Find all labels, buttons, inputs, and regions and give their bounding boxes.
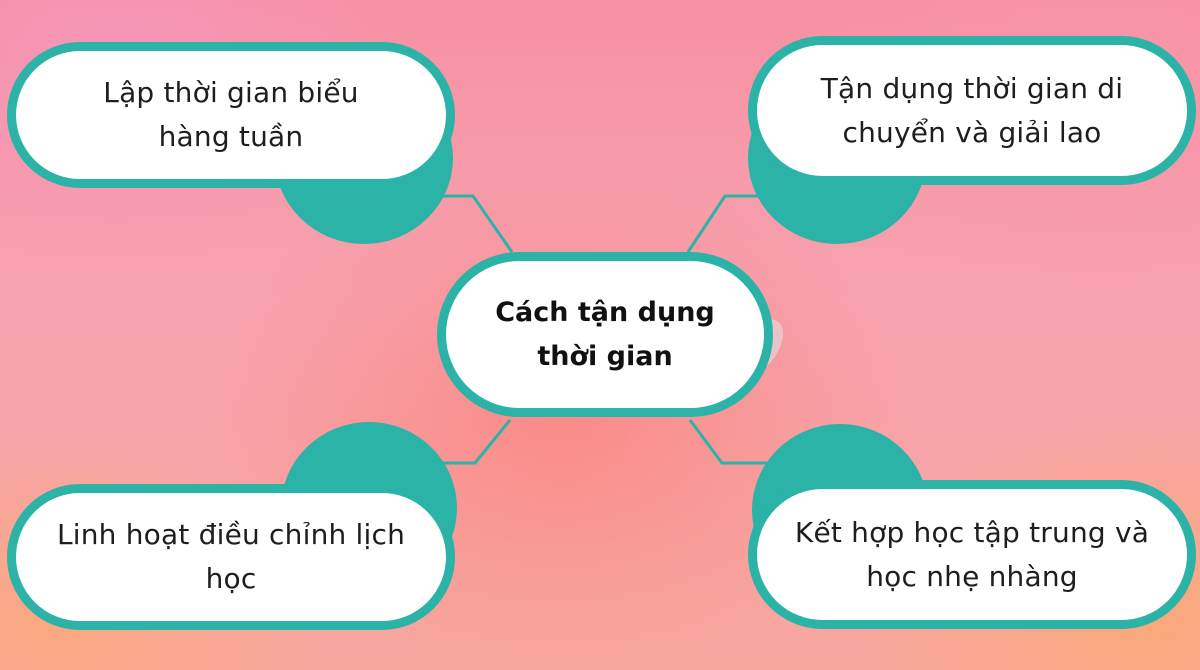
node-top-right: Tận dụng thời gian di chuyển và giải lao xyxy=(748,36,1196,185)
center-node: Cách tận dụng thời gian xyxy=(437,252,773,417)
node-top-left: Lập thời gian biểu hàng tuần xyxy=(7,42,455,188)
node-top-right-label: Tận dụng thời gian di chuyển và giải lao xyxy=(820,71,1124,149)
node-top-left-label: Lập thời gian biểu hàng tuần xyxy=(103,76,359,153)
node-bottom-right-label: Kết hợp học tập trung và học nhẹ nhàng xyxy=(794,515,1150,593)
node-bottom-left: Linh hoạt điều chỉnh lịch học xyxy=(7,484,455,630)
center-node-label: Cách tận dụng thời gian xyxy=(495,296,715,372)
node-bottom-left-label: Linh hoạt điều chỉnh lịch học xyxy=(56,518,406,595)
node-bottom-right: Kết hợp học tập trung và học nhẹ nhàng xyxy=(748,480,1196,629)
